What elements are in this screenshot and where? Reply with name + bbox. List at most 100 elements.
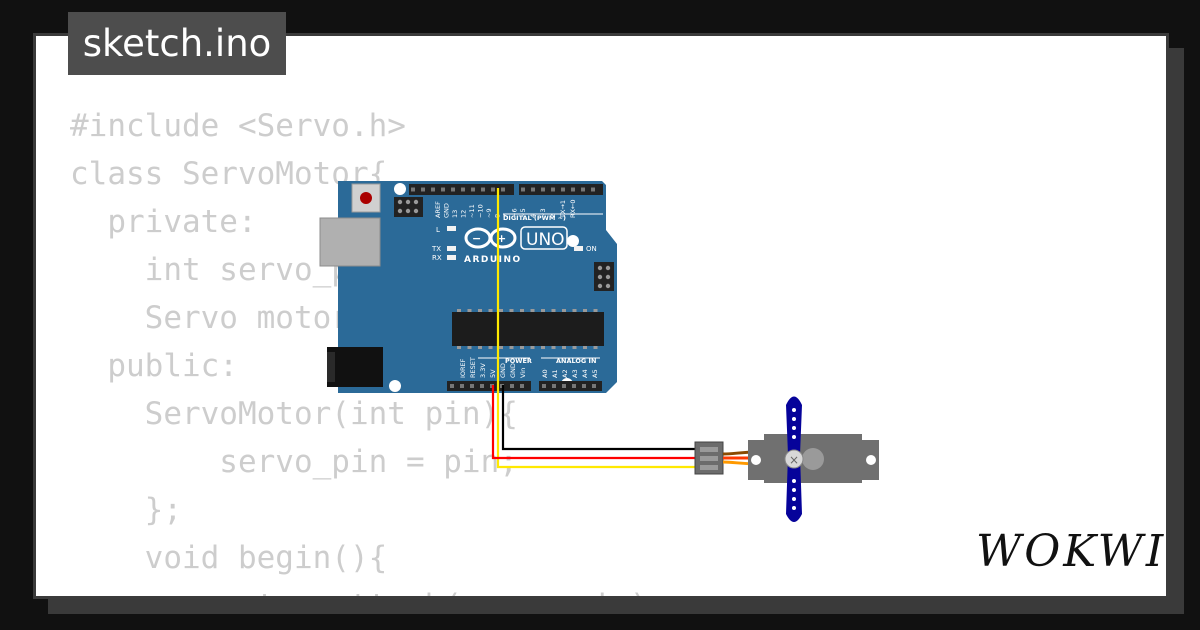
analog-pin-label: A1 bbox=[551, 369, 559, 378]
power-pin-label: RESET bbox=[469, 357, 477, 378]
power-pin-label: GND bbox=[509, 363, 517, 378]
header-pin[interactable] bbox=[572, 384, 576, 388]
servo-mount-hole bbox=[751, 455, 761, 465]
led-rx-label: RX bbox=[432, 254, 442, 262]
header-pin[interactable] bbox=[562, 384, 566, 388]
plus-sign: + bbox=[497, 232, 506, 245]
header-pin[interactable] bbox=[552, 384, 556, 388]
analog-header bbox=[539, 381, 602, 391]
servo-gear bbox=[802, 448, 824, 470]
digital-pin-label: ~5 bbox=[519, 208, 527, 218]
header-pin[interactable] bbox=[571, 187, 575, 192]
power-pin-label: 3.3V bbox=[479, 363, 487, 378]
power-pin-label: GND bbox=[499, 363, 507, 378]
digital-pin-label: 4 bbox=[529, 214, 537, 218]
icsp-header-right bbox=[594, 262, 614, 291]
microcontroller-chip bbox=[452, 312, 604, 346]
mounting-hole bbox=[394, 183, 406, 195]
code-line: private: bbox=[70, 204, 257, 240]
digital-pin-label: TX→1 bbox=[559, 200, 567, 219]
servo-mount-hole bbox=[866, 455, 876, 465]
header-pin[interactable] bbox=[561, 187, 565, 192]
reset-button-cap bbox=[360, 192, 372, 204]
led-on-label: ON bbox=[586, 245, 597, 253]
ground-wire[interactable] bbox=[501, 385, 696, 451]
header-pin[interactable] bbox=[581, 187, 585, 192]
code-line: servo_pin = pin; bbox=[70, 444, 518, 480]
header-pin[interactable] bbox=[480, 384, 484, 388]
digital-pin-label: ~3 bbox=[539, 208, 547, 218]
header-pin[interactable] bbox=[542, 384, 546, 388]
header-pin[interactable] bbox=[591, 187, 595, 192]
minus-sign: − bbox=[472, 232, 481, 245]
led-tx bbox=[447, 246, 456, 251]
led-l bbox=[447, 226, 456, 231]
analog-pin-label: A0 bbox=[541, 369, 549, 378]
header-pin[interactable] bbox=[521, 187, 525, 192]
file-tab[interactable]: sketch.ino bbox=[68, 12, 286, 75]
digital-pin-label: AREF bbox=[434, 201, 442, 218]
screw-cross-icon: × bbox=[789, 453, 799, 467]
code-line: }; bbox=[70, 492, 182, 528]
header-pin[interactable] bbox=[451, 187, 455, 192]
digital-pin-label: ~6 bbox=[511, 208, 519, 218]
wokwi-logo[interactable]: WOKWI bbox=[976, 526, 1167, 577]
mounting-hole bbox=[389, 380, 401, 392]
header-pin[interactable] bbox=[491, 187, 495, 192]
digital-pin-label: 7 bbox=[502, 214, 510, 218]
analog-pin-label: A5 bbox=[591, 369, 599, 378]
header-pin[interactable] bbox=[431, 187, 435, 192]
code-line: void begin(){ bbox=[70, 540, 388, 576]
header-pin[interactable] bbox=[450, 384, 454, 388]
analog-pin-label: A2 bbox=[561, 369, 569, 378]
header-pin[interactable] bbox=[421, 187, 425, 192]
header-pin[interactable] bbox=[501, 187, 505, 192]
code-line: #include <Servo.h> bbox=[70, 108, 406, 144]
header-pin[interactable] bbox=[460, 384, 464, 388]
digital-pin-label: ~10 bbox=[477, 204, 485, 218]
servo-motor[interactable]: × bbox=[694, 396, 879, 523]
code-line: motor.attach(servo_pin); bbox=[70, 582, 667, 596]
header-pin[interactable] bbox=[470, 384, 474, 388]
arduino-infinity-logo bbox=[464, 227, 517, 249]
analog-header-label: ANALOG IN bbox=[556, 357, 596, 365]
analog-pin-label: A4 bbox=[581, 369, 589, 378]
led-on bbox=[574, 246, 583, 251]
code-line: ServoMotor(int pin){ bbox=[70, 396, 518, 432]
digital-pin-label: GND bbox=[443, 203, 451, 218]
header-pin[interactable] bbox=[541, 187, 545, 192]
header-pin[interactable] bbox=[441, 187, 445, 192]
led-rx bbox=[447, 255, 456, 260]
power-header bbox=[447, 381, 531, 391]
header-pin[interactable] bbox=[551, 187, 555, 192]
power-wire[interactable] bbox=[491, 385, 696, 460]
board-model: UNO bbox=[526, 230, 565, 250]
digital-pin-label: 13 bbox=[451, 210, 459, 218]
analog-pin-label: A3 bbox=[571, 369, 579, 378]
digital-pin-label: 2 bbox=[549, 214, 557, 218]
code-line: class ServoMotor{ bbox=[70, 156, 388, 192]
digital-pin-label: 12 bbox=[460, 210, 468, 218]
power-header-label: POWER bbox=[505, 357, 532, 365]
led-l-label: L bbox=[436, 226, 440, 234]
header-pin[interactable] bbox=[461, 187, 465, 192]
mounting-hole bbox=[567, 235, 579, 247]
header-pin[interactable] bbox=[520, 384, 524, 388]
header-pin[interactable] bbox=[510, 384, 514, 388]
code-line: public: bbox=[70, 348, 238, 384]
signal-wire[interactable] bbox=[496, 188, 696, 469]
usb-port bbox=[319, 217, 381, 267]
header-pin[interactable] bbox=[582, 384, 586, 388]
servo-shaft-screw bbox=[784, 449, 804, 469]
power-pin-label: IOREF bbox=[459, 358, 467, 378]
header-pin[interactable] bbox=[471, 187, 475, 192]
header-pin[interactable] bbox=[481, 187, 485, 192]
digital-header-label: DIGITAL (PWM ~) bbox=[503, 214, 566, 222]
header-pin[interactable] bbox=[531, 187, 535, 192]
header-pin[interactable] bbox=[411, 187, 415, 192]
header-pin[interactable] bbox=[592, 384, 596, 388]
code-preview: #include <Servo.h> class ServoMotor{ priv… bbox=[70, 102, 667, 596]
digital-pin-label: ~9 bbox=[485, 208, 493, 218]
